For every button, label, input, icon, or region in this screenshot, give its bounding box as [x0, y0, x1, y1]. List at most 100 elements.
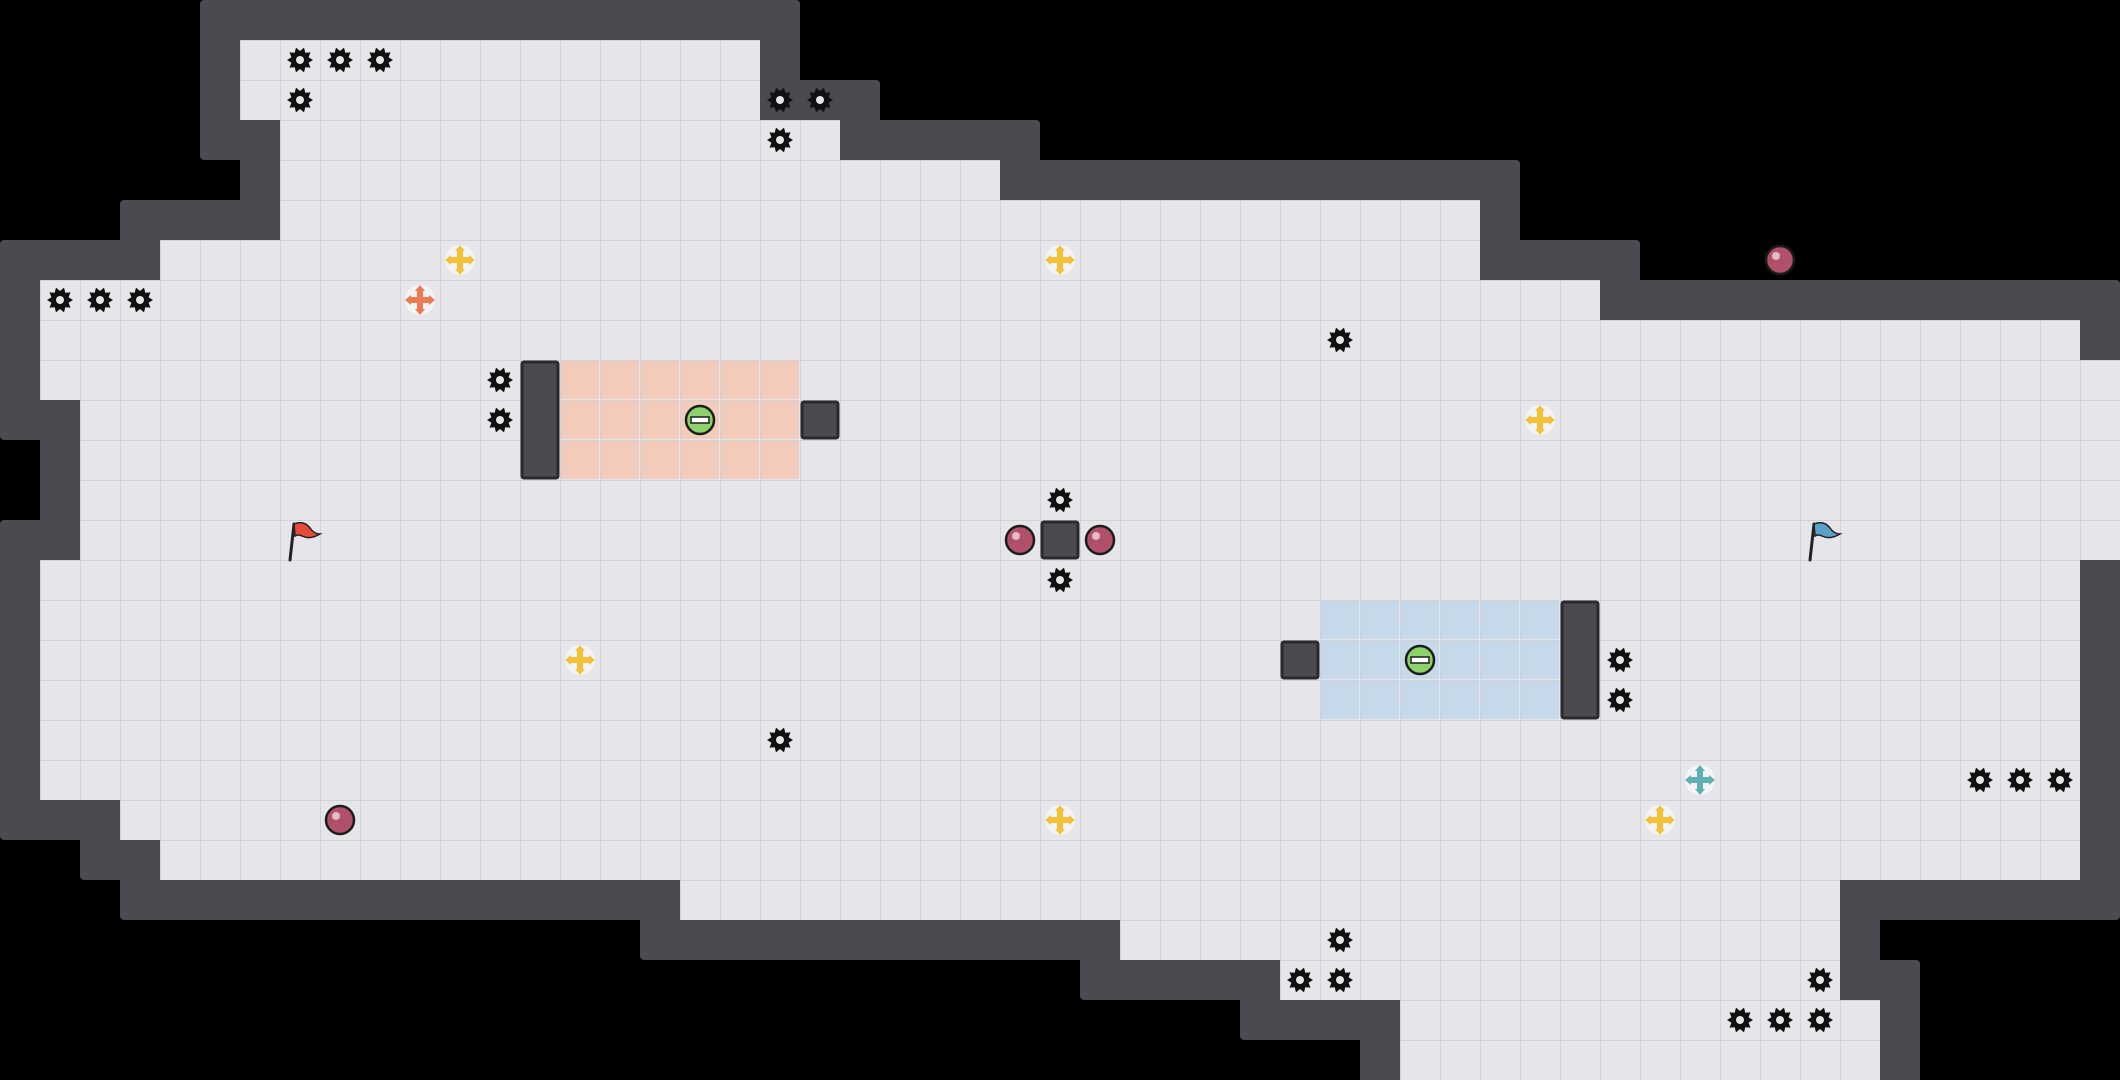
zone-tile: [1521, 641, 1559, 679]
flag-cloth: [1813, 521, 1843, 539]
floor-row: [280, 120, 840, 160]
spike-icon: [2047, 767, 2073, 793]
zone-tile: [1321, 601, 1359, 639]
zone-tile: [601, 361, 639, 399]
wall-block: [520, 360, 560, 480]
zone-tile: [641, 361, 679, 399]
zone-tile: [1401, 681, 1439, 719]
zone-tile: [561, 401, 599, 439]
spike-icon: [1607, 687, 1633, 713]
boost-arrow: [1655, 829, 1665, 835]
wall-blocks: [520, 360, 1600, 720]
spike-center: [376, 56, 384, 64]
floor-row: [80, 440, 2120, 480]
boost-bar: [1657, 808, 1663, 832]
blue-boost-icon: [1685, 765, 1715, 795]
floor-row: [160, 840, 2080, 880]
boost-arrow: [455, 245, 465, 251]
map-items: [47, 47, 2073, 1033]
floor-row: [40, 320, 2080, 360]
spike-center: [1616, 656, 1624, 664]
zone-tile: [601, 441, 639, 479]
spike-icon: [1047, 487, 1073, 513]
boost-arrow: [1645, 815, 1651, 825]
floor-row: [1280, 960, 1840, 1000]
red-team-zone: [561, 361, 799, 479]
neutral-boost-icon: [1045, 245, 1075, 275]
spike-icon: [2007, 767, 2033, 793]
zone-tile: [1481, 601, 1519, 639]
boost-arrow: [1535, 429, 1545, 435]
spike-icon: [767, 127, 793, 153]
zone-tile: [1441, 641, 1479, 679]
wall-block: [1280, 640, 1320, 680]
floor-row: [80, 480, 2120, 520]
boost-bar: [1537, 408, 1543, 432]
bomb-body: [1764, 244, 1796, 276]
neutral-boost-icon: [565, 645, 595, 675]
boost-bar: [1057, 248, 1063, 272]
bomb-icon: [324, 804, 356, 836]
boost-arrow: [1045, 815, 1051, 825]
spike-icon: [1047, 567, 1073, 593]
wall-block: [1040, 520, 1080, 560]
zone-tile: [1521, 601, 1559, 639]
zone-tile: [1441, 681, 1479, 719]
bomb-shine: [332, 812, 340, 820]
spike-center: [336, 56, 344, 64]
spike-icon: [47, 287, 73, 313]
boost-arrow: [1055, 829, 1065, 835]
boost-arrow: [1055, 269, 1065, 275]
floor-row: [40, 600, 2080, 640]
floor-row: [280, 200, 1480, 240]
bomb-body: [324, 804, 356, 836]
spike-center: [1056, 576, 1064, 584]
bomb-body: [1004, 524, 1036, 556]
floor-row: [40, 720, 2080, 760]
boost-bar: [1697, 768, 1703, 792]
spike-icon: [1967, 767, 1993, 793]
bomb-shine: [1012, 532, 1020, 540]
spike-center: [96, 296, 104, 304]
blue-team-zone: [1321, 601, 1559, 719]
spike-icon: [1327, 327, 1353, 353]
zone-tile: [561, 441, 599, 479]
wall-block: [800, 400, 840, 440]
spike-center: [1776, 1016, 1784, 1024]
floor-row: [40, 640, 2080, 680]
spike-icon: [1327, 967, 1353, 993]
spike-center: [496, 376, 504, 384]
spike-center: [776, 136, 784, 144]
floor-row: [40, 280, 1600, 320]
bomb-icon: [1084, 524, 1116, 556]
spike-icon: [767, 87, 793, 113]
red-flag-icon: [288, 521, 323, 562]
gate-stripe: [690, 416, 710, 424]
boost-bar: [1057, 808, 1063, 832]
spike-center: [1616, 696, 1624, 704]
bomb-icon: [1004, 524, 1036, 556]
zone-tile: [601, 401, 639, 439]
spike-icon: [487, 367, 513, 393]
zone-tile: [1321, 641, 1359, 679]
zone-tile: [1481, 681, 1519, 719]
boost-arrow: [1549, 415, 1555, 425]
boost-arrow: [1709, 775, 1715, 785]
zone-tile: [1361, 641, 1399, 679]
blue-flag-icon: [1808, 521, 1843, 562]
spike-icon: [767, 727, 793, 753]
neutral-boost-icon: [445, 245, 475, 275]
spike-icon: [1807, 1007, 1833, 1033]
spike-icon: [487, 407, 513, 433]
boost-arrow: [1045, 255, 1051, 265]
zone-tile: [1481, 641, 1519, 679]
boost-arrow: [455, 269, 465, 275]
spike-center: [136, 296, 144, 304]
zone-tile: [1521, 681, 1559, 719]
spike-icon: [87, 287, 113, 313]
boost-bar: [457, 248, 463, 272]
floor-row: [40, 760, 2080, 800]
boost-arrow: [1669, 815, 1675, 825]
zone-tile: [761, 401, 799, 439]
